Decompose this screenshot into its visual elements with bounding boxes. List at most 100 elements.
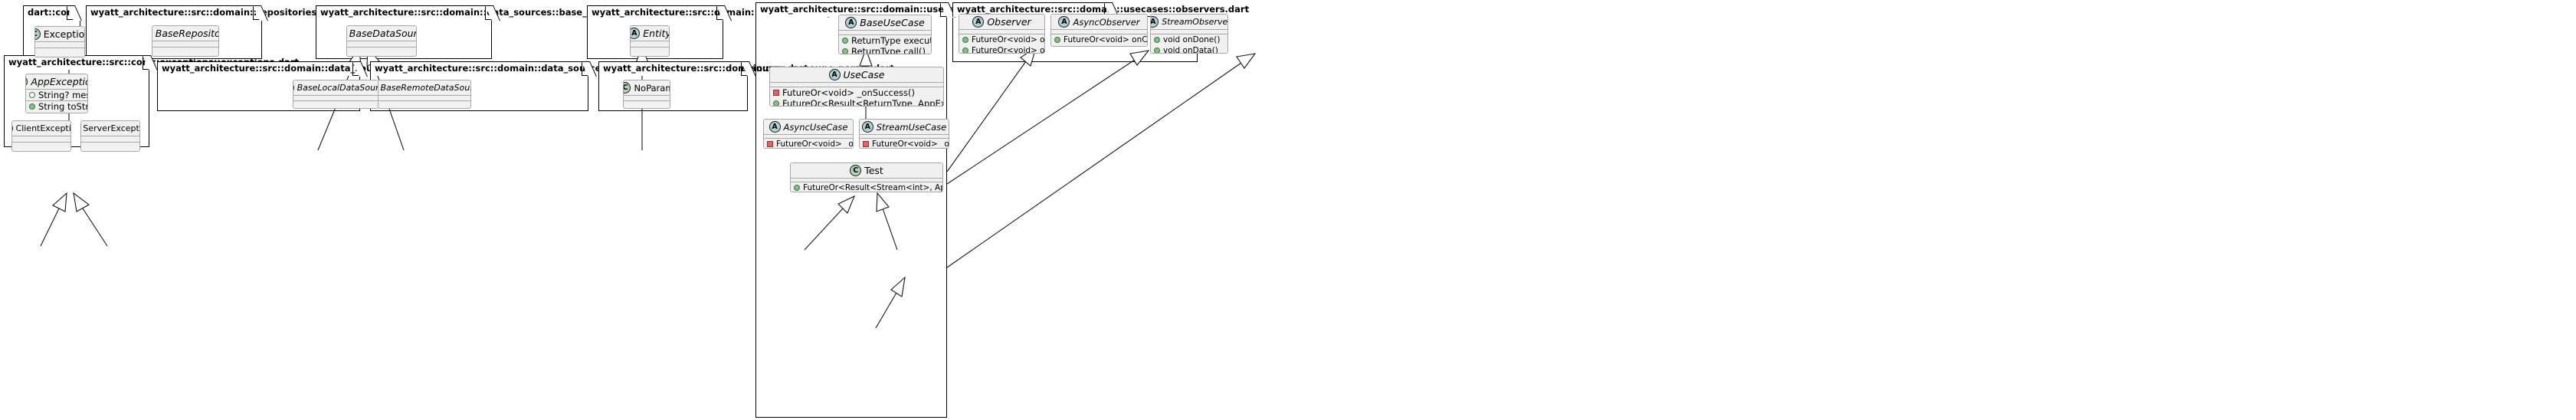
class-header: C NoParam [624,80,670,96]
class-name: AsyncObserver [1073,16,1140,28]
visibility-public-icon [1154,48,1160,53]
package-base-remote-data-source: wyatt_architecture::src::domain::data_so… [370,61,808,111]
class-server-exception[interactable]: C ServerException [80,120,140,152]
package-label: wyatt_architecture::src::domain::entitie… [587,5,856,20]
class-base-use-case[interactable]: A BaseUseCase ReturnType execute() Retur… [838,15,932,54]
class-base-remote-data-source[interactable]: A BaseRemoteDataSource [378,80,471,109]
methods-section [152,48,218,53]
methods-section: ReturnType execute() ReturnType call() [839,35,931,54]
class-name: BaseRepository [155,28,218,39]
class-header: C ServerException [81,121,139,136]
class-async-observer[interactable]: A AsyncObserver FutureOr<void> onComplet… [1050,14,1148,47]
member-text: void onDone() [1163,35,1221,44]
class-member: FutureOr<Result<ReturnType, AppException… [770,98,943,107]
attributes-section [1151,30,1227,34]
class-member: void onData() [1151,45,1227,54]
attributes-section [764,135,853,139]
class-member: void onDone() [1151,34,1227,45]
class-entity[interactable]: A Entity [630,25,670,57]
attributes-section [81,136,139,143]
class-header: C Exception [35,27,84,42]
visibility-public-icon [1154,37,1160,43]
attributes-section [839,31,931,35]
class-header: C ClientException [12,121,70,136]
class-observer[interactable]: A Observer FutureOr<void> onStart() Futu… [959,14,1045,54]
class-stream-observer[interactable]: A StreamObserver void onDone() void onDa… [1150,14,1228,54]
methods-section [81,143,139,148]
attributes-section [35,42,84,48]
class-header: A StreamUseCase [860,120,949,135]
class-stream-use-case[interactable]: A StreamUseCase FutureOr<void> _onSucces… [859,119,949,149]
member-text: FutureOr<void> onError() [972,46,1045,54]
package-label: wyatt_architecture::src::domain::usecase… [598,61,894,76]
attributes-section [791,179,942,182]
class-header: A BaseUseCase [839,15,931,31]
package-entity: wyatt_architecture::src::domain::entitie… [587,5,856,59]
class-kind-icon: A [828,69,841,80]
edge-server-exception-to-app-exception [73,192,108,247]
class-base-local-data-source[interactable]: A BaseLocalDataSource [293,80,379,109]
edge-client-exception-to-app-exception [40,192,67,247]
class-header: A BaseRemoteDataSource [379,80,470,96]
class-header: A BaseLocalDataSource [293,80,378,96]
class-async-use-case[interactable]: A AsyncUseCase FutureOr<void> _onSuccess… [763,119,854,149]
package-no-param: wyatt_architecture::src::domain::usecase… [598,61,894,111]
class-no-param[interactable]: C NoParam [623,80,670,109]
visibility-public-icon [842,38,848,44]
visibility-private-icon [767,141,773,147]
class-name: UseCase [843,69,885,80]
edge-async-use-case-to-async-observer [946,50,1150,185]
class-header: A Observer [959,15,1044,30]
class-member: ReturnType call() [839,46,931,54]
attributes-section [293,96,378,101]
member-text: void onData() [1163,46,1218,54]
class-kind-icon: A [972,16,985,28]
member-text: String toString() [38,101,88,112]
package-label: wyatt_architecture::src::domain::usecase… [952,2,1249,17]
methods-section [293,101,378,106]
attributes-section [1051,30,1147,34]
class-member: FutureOr<void> onStart() [959,34,1044,45]
class-base-data-source[interactable]: A BaseDataSource [346,25,417,57]
methods-section: FutureOr<Result<Stream<int>, AppExceptio… [791,182,942,192]
class-use-case[interactable]: A UseCase FutureOr<void> _onSuccess() Fu… [769,67,944,107]
class-name: NoParam [634,82,670,94]
member-text: FutureOr<void> _onSuccess() [776,139,854,149]
visibility-public-icon [962,37,968,43]
package-usecase: wyatt_architecture::src::domain::usecase… [755,2,1043,418]
class-header: A AsyncObserver [1051,15,1147,30]
class-member: FutureOr<void> _onSuccess() [770,87,943,98]
edge-use-case-to-observer [946,46,1037,172]
class-name: ServerException [83,123,139,133]
member-text: ReturnType call() [851,46,926,54]
package-label: wyatt_architecture::src::domain::data_so… [157,61,570,76]
attributes-section [379,96,470,101]
class-app-exception[interactable]: A AppException String? message String to… [25,74,88,113]
class-base-repository[interactable]: A BaseRepository [152,25,219,57]
class-name: Exception [43,28,85,40]
class-client-exception[interactable]: C ClientException [11,120,71,152]
class-kind-icon: A [845,17,857,28]
class-member: ReturnType execute() [839,35,931,46]
class-member: FutureOr<void> _onSuccess() [860,139,949,149]
package-base-local-data-source: wyatt_architecture::src::domain::data_so… [157,61,570,111]
visibility-public-icon [29,103,35,110]
class-member: String? message [26,90,87,100]
methods-section [631,48,669,53]
package-base-data-source: wyatt_architecture::src::domain::data_so… [316,5,671,59]
member-text: FutureOr<Result<ReturnType, AppException… [782,98,943,107]
class-header: A StreamObserver [1151,15,1227,30]
methods-section: FutureOr<void> onComplete() [1051,34,1147,45]
class-kind-icon: C [35,28,41,40]
member-text: FutureOr<void> _onSuccess() [872,139,949,149]
attributes-section [152,41,218,48]
class-header: C Test [791,163,942,179]
visibility-public-icon [962,48,968,53]
package-exceptions: wyatt_architecture::src::core::exception… [4,55,299,152]
package-dart-core: dart::core C Exception [23,5,85,59]
class-name: StreamObserver [1162,17,1228,27]
class-kind-icon: A [26,76,28,87]
class-exception[interactable]: C Exception [34,26,85,57]
methods-section [35,48,84,54]
class-test[interactable]: C Test FutureOr<Result<Stream<int>, AppE… [790,162,943,192]
